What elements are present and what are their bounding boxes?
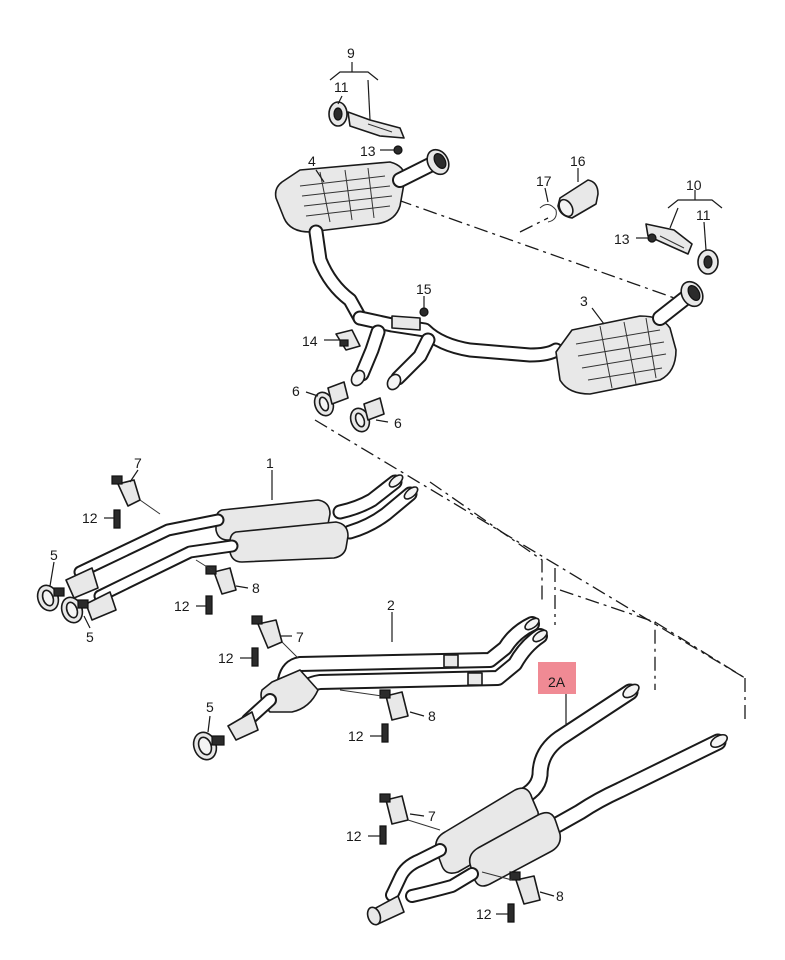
callout-3: 3	[580, 293, 588, 309]
clip-17[interactable]	[539, 204, 557, 223]
callout-1: 1	[266, 455, 274, 471]
callout-17: 17	[536, 173, 552, 189]
rubber-mount-11b[interactable]	[697, 249, 719, 275]
clamp-6a[interactable]	[311, 381, 349, 418]
callout-2: 2	[387, 597, 395, 613]
tail-pipe-trim-16[interactable]	[556, 179, 599, 219]
callout-12-middle: 12	[218, 650, 234, 666]
callout-11-upper: 11	[334, 79, 349, 95]
callout-5-upper: 5	[50, 547, 58, 563]
center-connecting-pipe[interactable]	[349, 310, 564, 392]
bolt-12d[interactable]	[381, 723, 389, 743]
bolt-12b[interactable]	[205, 595, 213, 615]
hanger-7b[interactable]	[251, 615, 299, 659]
callout-12-bottom: 12	[476, 906, 492, 922]
callout-13-upper: 13	[360, 143, 376, 159]
bolt-12e[interactable]	[379, 825, 387, 845]
bolt-12c[interactable]	[251, 647, 259, 667]
callout-12-lower-middle: 12	[348, 728, 364, 744]
nut-13b[interactable]	[647, 233, 657, 243]
callout-15: 15	[416, 281, 432, 297]
part-2-front-pipe[interactable]	[227, 616, 549, 741]
hanger-8b[interactable]	[339, 689, 409, 721]
highlight-box-2a	[538, 662, 576, 694]
callout-16: 16	[570, 153, 586, 169]
callout-2a: 2A	[548, 674, 566, 690]
callout-8-lower: 8	[556, 888, 564, 904]
clamp-5c[interactable]	[190, 729, 225, 763]
hanger-7c[interactable]	[379, 793, 441, 831]
heat-shield-14[interactable]	[335, 329, 361, 351]
callout-6-left: 6	[292, 383, 300, 399]
callout-7-middle: 7	[296, 629, 304, 645]
rubber-mount-11a[interactable]	[328, 101, 348, 127]
callout-9: 9	[347, 45, 355, 61]
callout-14: 14	[302, 333, 318, 349]
nut-13a[interactable]	[393, 145, 403, 155]
hanger-8a[interactable]	[195, 559, 237, 595]
part-1-front-pipe-with-catalysts[interactable]	[65, 473, 420, 621]
callout-12-lower: 12	[346, 828, 362, 844]
callout-8-middle: 8	[428, 708, 436, 724]
bolt-12a[interactable]	[113, 509, 121, 529]
callout-7-lower: 7	[428, 808, 436, 824]
callout-5-lower: 5	[206, 699, 214, 715]
part-3-rear-silencer-right[interactable]	[555, 278, 707, 395]
callout-13-right: 13	[614, 231, 630, 247]
bolt-12f[interactable]	[507, 903, 515, 923]
part-2a-front-pipe-with-catalysts[interactable]	[365, 682, 729, 927]
callout-7-upper: 7	[134, 455, 142, 471]
callout-12-second: 12	[174, 598, 190, 614]
callout-4: 4	[308, 153, 316, 169]
hanger-7a[interactable]	[111, 475, 161, 515]
callout-10: 10	[686, 177, 702, 193]
bracket-9[interactable]	[347, 111, 405, 139]
callout-11-right: 11	[696, 207, 711, 223]
hanger-8c[interactable]	[481, 871, 541, 905]
leader-lines	[49, 62, 723, 915]
callout-6-right: 6	[394, 415, 402, 431]
callout-5-lower-left: 5	[86, 629, 94, 645]
callout-labels: 9 11 13 4 16 17 10 11 13 15 3 14 6 6 1 7…	[50, 45, 711, 922]
bolt-15[interactable]	[419, 307, 429, 317]
callout-12-upper: 12	[82, 510, 98, 526]
callout-8-upper: 8	[252, 580, 260, 596]
clamp-5a[interactable]	[34, 582, 65, 613]
part-4-rear-silencer-left[interactable]	[274, 146, 454, 326]
clamp-5b[interactable]	[58, 594, 89, 625]
clamp-6b[interactable]	[347, 397, 385, 434]
assembly-dash-lines	[314, 199, 746, 722]
